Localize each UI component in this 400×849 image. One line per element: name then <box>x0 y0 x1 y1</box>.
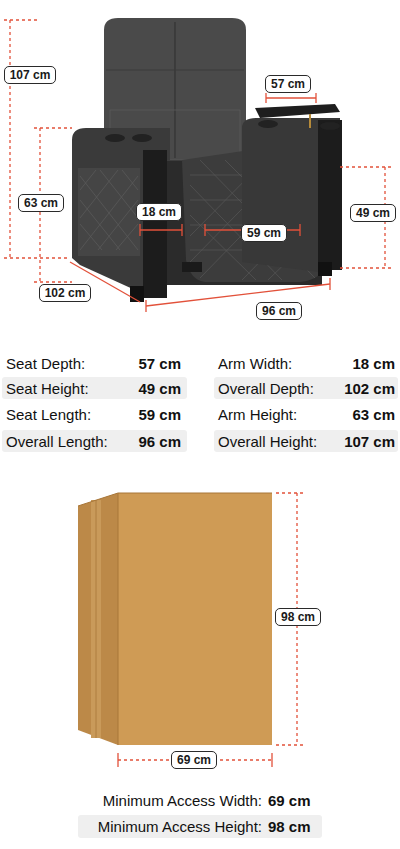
spec-value: 18 cm <box>352 355 395 372</box>
dimension-lines-part <box>117 753 118 767</box>
spec-name: Arm Height: <box>218 406 297 423</box>
dimension-tag: 69 cm <box>171 751 217 769</box>
recliner-chair-part <box>105 134 125 142</box>
dimension-tag: 107 cm <box>4 66 57 84</box>
spec-name: Overall Depth: <box>218 380 314 397</box>
recliner-chair-part <box>258 120 278 128</box>
spec-name: Overall Length: <box>6 433 108 450</box>
dimension-lines-part <box>4 19 40 20</box>
dimension-tag: 96 cm <box>256 302 302 320</box>
dimension-tag: 59 cm <box>241 224 287 242</box>
dimension-lines-part <box>4 257 70 258</box>
dimension-tag: 98 cm <box>275 608 321 626</box>
recliner-chair-part <box>255 104 340 118</box>
dimension-lines-part <box>315 93 316 103</box>
dimension-lines-part <box>276 744 303 745</box>
table-bands-part <box>214 430 398 452</box>
recliner-chair-part <box>78 168 140 256</box>
dimension-value: 98 cm <box>281 610 315 624</box>
dimension-lines-part <box>299 224 300 236</box>
table-bands-part <box>214 377 398 399</box>
spec-value: 98 cm <box>268 818 311 835</box>
spec-value: 69 cm <box>268 792 311 809</box>
spec-value: 59 cm <box>138 406 181 423</box>
recliner-chair-part <box>318 262 332 276</box>
dimension-lines-part <box>340 166 392 167</box>
table-bands-part <box>2 377 187 399</box>
spec-name: Overall Height: <box>218 433 317 450</box>
shipping-box-part <box>118 493 119 745</box>
dimension-lines-part <box>181 224 182 236</box>
spec-name: Seat Depth: <box>6 355 85 372</box>
dimension-lines-part <box>139 224 140 236</box>
spec-name: Minimum Access Height: <box>98 818 262 835</box>
dimension-value: 107 cm <box>10 68 51 82</box>
shipping-box-part <box>91 500 101 738</box>
shipping-box-part <box>78 493 118 745</box>
recliner-chair-part <box>80 170 138 250</box>
recliner-chair-part <box>309 114 311 128</box>
dimension-lines-part <box>265 93 266 103</box>
dimension-value: 59 cm <box>247 226 281 240</box>
table-bands-part <box>2 430 187 452</box>
dimension-value: 18 cm <box>142 205 176 219</box>
recliner-chair-part <box>174 22 175 158</box>
spec-value: 102 cm <box>344 380 395 397</box>
spec-value: 107 cm <box>344 433 395 450</box>
spec-value: 96 cm <box>138 433 181 450</box>
dimension-lines-part <box>9 20 10 258</box>
dimension-value: 57 cm <box>271 77 305 91</box>
recliner-chair-part <box>182 262 202 272</box>
dimension-tag: 102 cm <box>39 284 92 302</box>
spec-name: Seat Height: <box>6 380 89 397</box>
dimension-lines-part <box>340 267 392 268</box>
recliner-chair <box>72 18 342 302</box>
recliner-chair-part <box>318 120 342 270</box>
dimension-value: 96 cm <box>262 304 296 318</box>
dimension-lines-part <box>204 224 205 236</box>
dimension-value: 63 cm <box>24 196 58 210</box>
spec-name: Seat Length: <box>6 406 91 423</box>
shipping-box-part <box>96 500 97 738</box>
dimension-lines <box>4 20 392 767</box>
spec-value: 57 cm <box>138 355 181 372</box>
dimension-lines-part <box>146 284 330 306</box>
dimension-lines-part <box>140 229 182 230</box>
dimension-value: 49 cm <box>356 206 390 220</box>
dimension-lines-part <box>145 300 146 312</box>
dimension-lines-part <box>34 281 72 282</box>
recliner-chair-part <box>143 150 167 298</box>
table-bands-part <box>78 815 322 838</box>
dimension-tag: 57 cm <box>265 75 311 93</box>
dimension-tag: 18 cm <box>136 203 182 221</box>
dimension-tag: 49 cm <box>350 204 396 222</box>
dimension-lines-part <box>329 278 330 290</box>
recliner-chair-part <box>106 70 244 71</box>
spec-name: Minimum Access Width: <box>103 792 262 809</box>
shipping-box <box>78 493 272 745</box>
spec-name: Arm Width: <box>218 355 292 372</box>
dimension-lines-part <box>271 753 272 767</box>
dimension-lines-part <box>266 97 316 98</box>
spec-value: 49 cm <box>138 380 181 397</box>
dimension-value: 102 cm <box>45 286 86 300</box>
recliner-chair-part <box>132 134 152 142</box>
dimension-lines-part <box>34 127 72 128</box>
spec-value: 63 cm <box>352 406 395 423</box>
table-bands <box>2 377 398 838</box>
dimension-lines-part <box>276 492 303 493</box>
dimension-value: 69 cm <box>177 753 211 767</box>
dimension-tag: 63 cm <box>18 194 64 212</box>
shipping-box-part <box>78 493 272 506</box>
shipping-box-part <box>118 493 272 745</box>
recliner-chair-part <box>320 122 340 130</box>
